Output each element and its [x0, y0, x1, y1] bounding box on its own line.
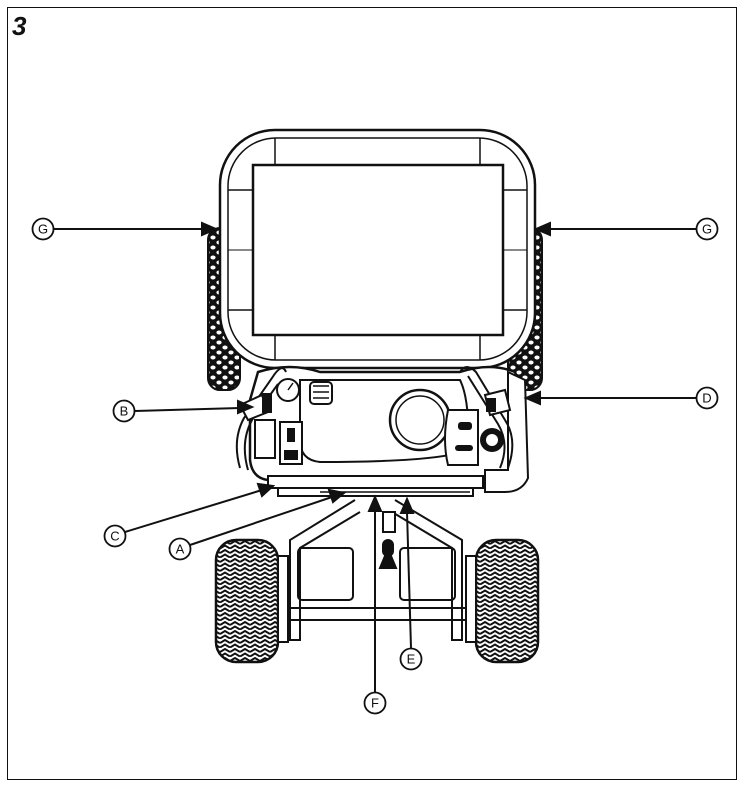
callout-f: F: [363, 691, 387, 715]
leader-lines: [54, 221, 696, 692]
callout-g-left-label: G: [38, 222, 48, 237]
front-wheel-right: [465, 538, 540, 664]
spray-valve-right: [483, 388, 512, 417]
callout-a: A: [168, 537, 192, 561]
callout-c: C: [103, 524, 127, 548]
figure-frame: [7, 7, 737, 780]
hopper: [218, 128, 537, 370]
figure-number: 3: [12, 11, 27, 41]
callout-g-right-label: G: [702, 222, 712, 237]
engine-body: [248, 365, 530, 493]
front-wheel-left: [214, 538, 289, 664]
callout-e: E: [399, 647, 423, 671]
callout-a-label: A: [176, 542, 185, 557]
callout-g-right: G: [695, 217, 719, 241]
callout-g-left: G: [31, 217, 55, 241]
spray-valve-left: [238, 393, 272, 422]
callout-b-label: B: [120, 404, 129, 419]
base-bracket: [267, 475, 484, 497]
callout-e-label: E: [407, 652, 416, 667]
callout-d-label: D: [702, 391, 711, 406]
callout-c-label: C: [110, 529, 119, 544]
callout-f-label: F: [371, 696, 379, 711]
callout-b: B: [112, 399, 136, 423]
callout-d: D: [695, 386, 719, 410]
